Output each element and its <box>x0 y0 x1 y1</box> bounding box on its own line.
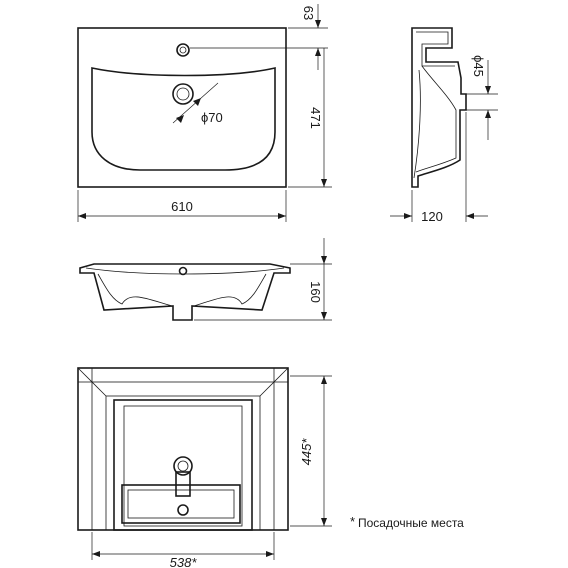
dim-63-label: 63 <box>301 6 316 20</box>
mounting-note: * Посадочные места <box>350 514 464 530</box>
side-view-outline <box>411 27 467 188</box>
dim-phi45-label: ϕ45 <box>471 55 486 77</box>
side-view <box>411 27 467 188</box>
mount-view-inner-1 <box>91 381 275 531</box>
mount-drain-hole <box>177 504 189 516</box>
note-asterisk: * <box>350 514 355 529</box>
arrow-471-bottom <box>321 179 327 187</box>
front-view <box>79 263 291 321</box>
mount-drain-box <box>121 484 241 524</box>
mount-view-inner-2 <box>105 395 261 531</box>
arrow-610-right <box>278 213 286 219</box>
arrow-160-top <box>321 256 327 264</box>
drain-arrow-2 <box>176 115 184 123</box>
top-view-outline <box>77 27 287 188</box>
tap-hole <box>176 43 190 57</box>
mount-tap-hole-inner <box>177 460 189 472</box>
mount-tap-pipe <box>175 471 191 497</box>
note-text: Посадочные места <box>358 516 464 530</box>
arrow-538-right <box>266 551 274 557</box>
side-view-bowl-curve <box>415 65 457 173</box>
arrow-phi45-bottom <box>485 110 491 118</box>
top-view-dimensions: 63 471 ϕ70 610 <box>77 4 332 222</box>
drain-hole <box>172 83 194 105</box>
mount-view <box>77 367 289 531</box>
mount-view-bowl-inner <box>123 405 243 527</box>
drain-hole-inner <box>176 87 190 101</box>
side-view-dimensions: ϕ45 120 <box>390 55 498 224</box>
front-tap-hole <box>178 266 188 276</box>
mount-tap-hole <box>173 456 193 476</box>
arrow-120-right <box>466 213 474 219</box>
arrow-538-left <box>92 551 100 557</box>
top-view <box>77 27 287 188</box>
arrow-63-bottom <box>315 48 321 56</box>
mount-drain-box-inner <box>127 489 235 519</box>
arrow-phi45-top <box>485 86 491 94</box>
front-view-dimensions: 160 <box>194 238 332 321</box>
dim-610-label: 610 <box>171 199 193 214</box>
tap-hole-inner <box>179 46 187 54</box>
drain-arrow-1 <box>193 98 201 106</box>
dim-160-label: 160 <box>308 281 323 303</box>
arrow-610-left <box>78 213 86 219</box>
dim-445-label: 445* <box>299 438 314 466</box>
dim-471-label: 471 <box>308 107 323 129</box>
front-view-bowl-right <box>193 273 267 307</box>
mount-view-bowl-rim <box>113 399 253 531</box>
side-view-bowl-curve-2 <box>413 69 421 179</box>
dim-phi70-label: ϕ70 <box>201 110 223 125</box>
mount-view-dimensions: 445* 538* <box>91 375 332 568</box>
side-view-inner-top <box>416 31 455 67</box>
dim-538-label: 538* <box>170 555 198 568</box>
arrow-445-top <box>321 376 327 384</box>
arrow-445-bottom <box>321 518 327 526</box>
front-view-bowl-left <box>97 273 173 307</box>
top-view-bowl <box>91 67 276 171</box>
front-view-outline <box>79 263 291 321</box>
arrow-160-bottom <box>321 312 327 320</box>
arrow-63-top <box>315 20 321 28</box>
arrow-120-left <box>404 213 412 219</box>
dim-120-label: 120 <box>421 209 443 224</box>
